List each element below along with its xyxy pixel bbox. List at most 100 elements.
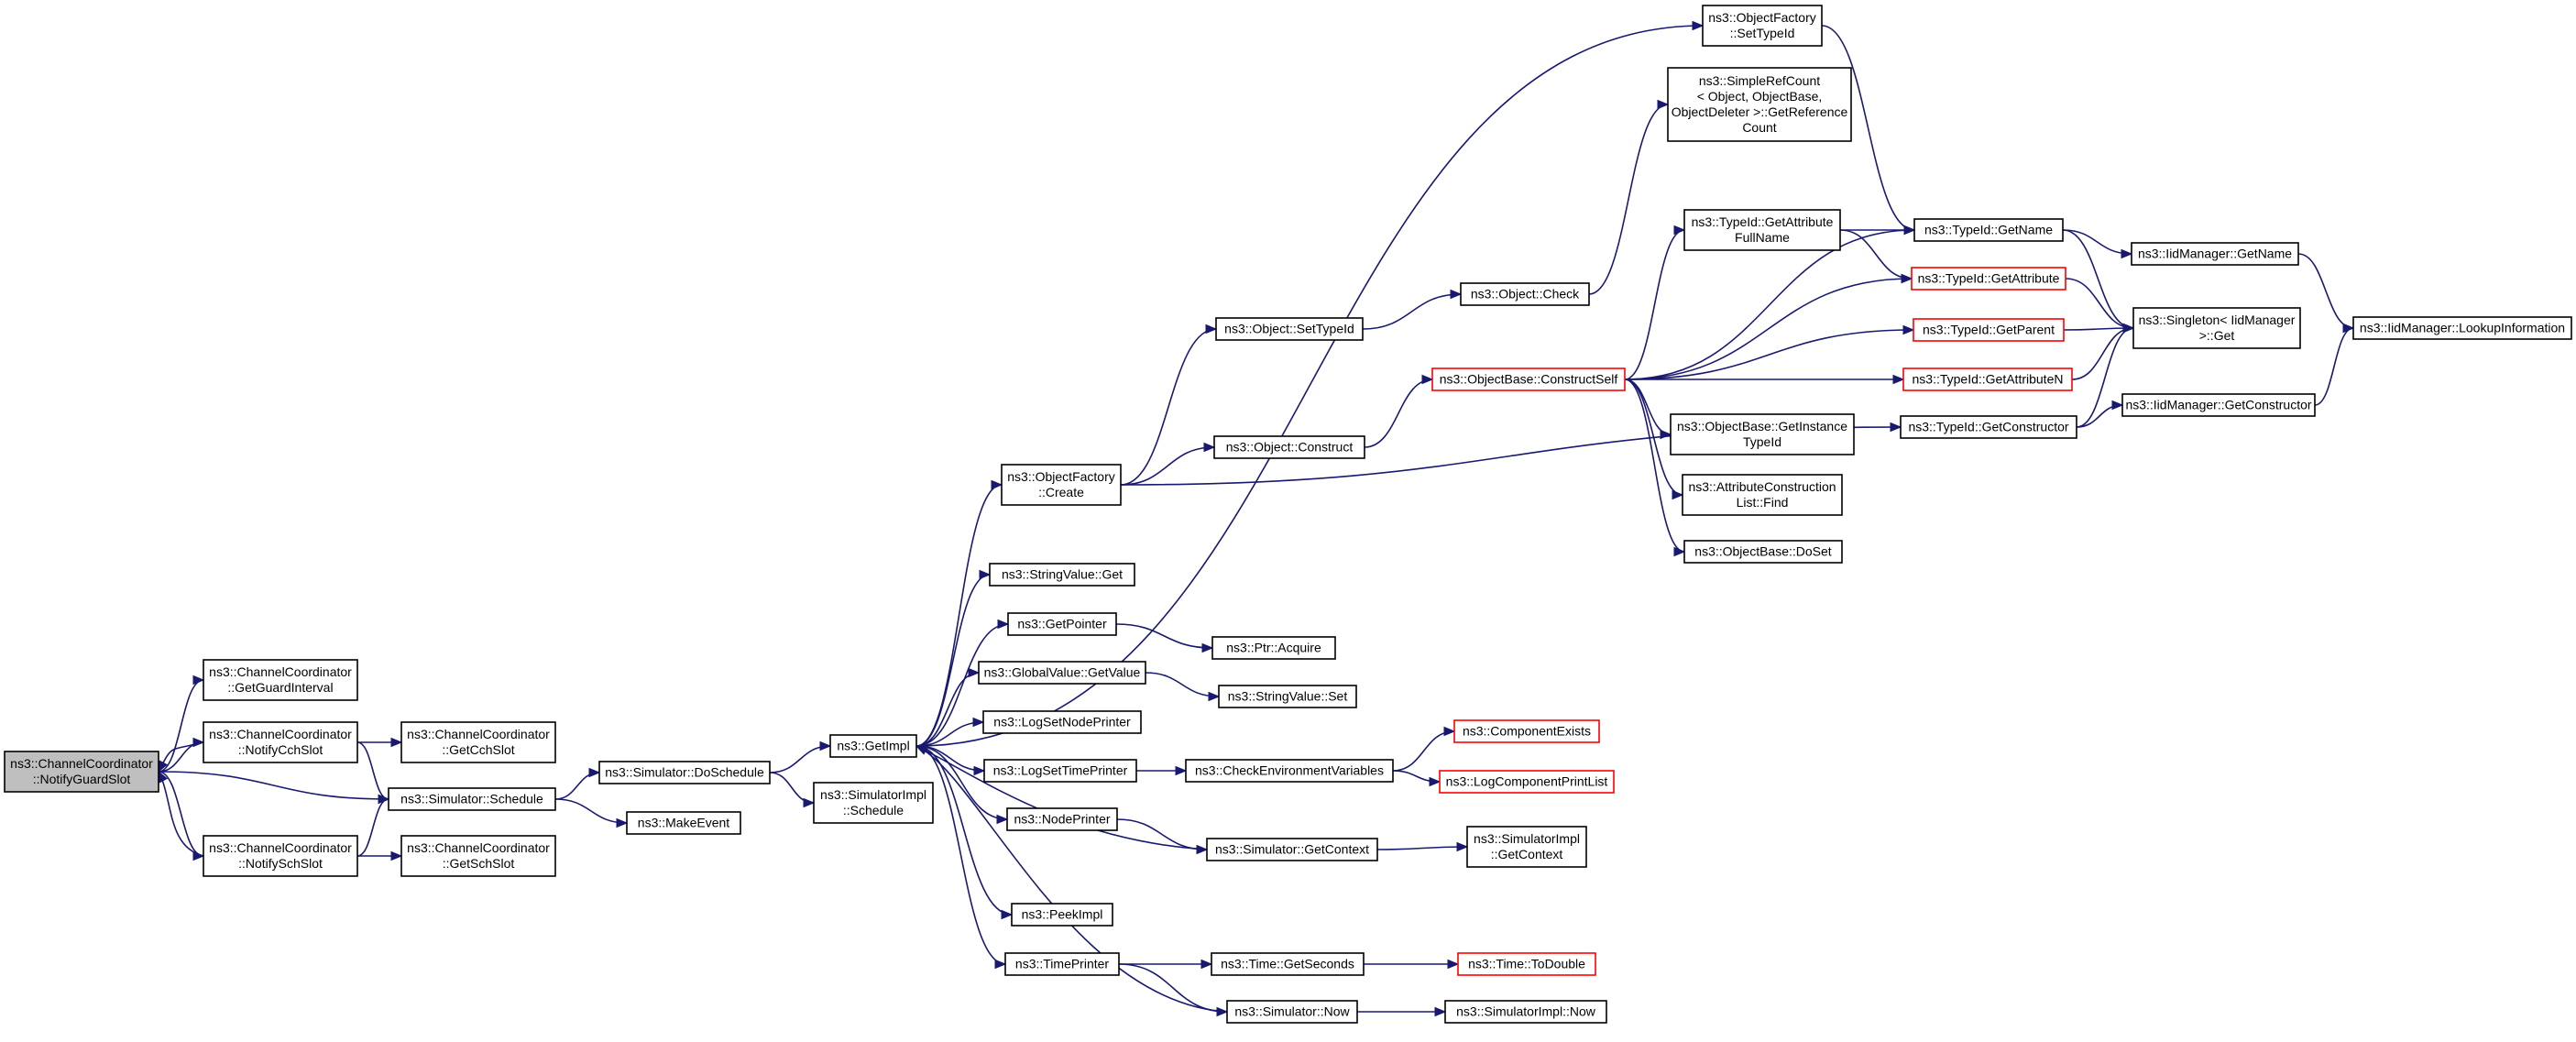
node-label: ns3::AttributeConstruction bbox=[1688, 479, 1836, 494]
node-box bbox=[1911, 267, 2066, 291]
node-time-to-double[interactable]: ns3::Time::ToDouble bbox=[1457, 952, 1596, 976]
node-label: ::NotifySchSlot bbox=[238, 856, 323, 871]
node-label: < Object, ObjectBase, bbox=[1697, 89, 1823, 104]
arrowhead-icon bbox=[1216, 1006, 1229, 1017]
node-label: ns3::ChannelCoordinator bbox=[10, 756, 153, 771]
node-string-value-get[interactable]: ns3::StringValue::Get bbox=[989, 563, 1135, 587]
arrowhead-icon bbox=[1200, 959, 1213, 970]
node-typeid-get-name[interactable]: ns3::TypeId::GetName bbox=[1913, 218, 2064, 242]
arrowhead-icon bbox=[2121, 248, 2133, 259]
node-box bbox=[2131, 242, 2299, 266]
node-simimpl-now[interactable]: ns3::SimulatorImpl::Now bbox=[1444, 1000, 1607, 1024]
node-of-create[interactable]: ns3::ObjectFactory::Create bbox=[1001, 464, 1122, 506]
arrowhead-icon bbox=[616, 817, 629, 828]
node-notify-sch-slot[interactable]: ns3::ChannelCoordinator::NotifySchSlot bbox=[203, 835, 358, 877]
node-peek-impl[interactable]: ns3::PeekImpl bbox=[1011, 903, 1113, 927]
arrowhead-icon bbox=[1673, 546, 1686, 557]
node-log-component-print-list[interactable]: ns3::LogComponentPrintList bbox=[1439, 770, 1615, 794]
node-of-set-type-id[interactable]: ns3::ObjectFactory::SetTypeId bbox=[1702, 5, 1823, 47]
node-label: ns3::GetPointer bbox=[1017, 617, 1107, 631]
node-ob-do-set[interactable]: ns3::ObjectBase::DoSet bbox=[1683, 540, 1843, 564]
node-get-guard-interval[interactable]: ns3::ChannelCoordinator::GetGuardInterva… bbox=[203, 659, 358, 701]
node-box bbox=[1001, 464, 1122, 506]
node-sim-do-schedule[interactable]: ns3::Simulator::DoSchedule bbox=[598, 761, 771, 784]
arrowhead-icon bbox=[997, 619, 1010, 630]
node-ob-construct-self[interactable]: ns3::ObjectBase::ConstructSelf bbox=[1431, 367, 1626, 391]
arrowhead-icon bbox=[192, 675, 205, 686]
node-object-check[interactable]: ns3::Object::Check bbox=[1460, 282, 1590, 306]
arrowhead-icon bbox=[1890, 422, 1902, 433]
node-object-set-type-id[interactable]: ns3::Object::SetTypeId bbox=[1215, 317, 1364, 341]
node-iid-lookup-information[interactable]: ns3::IidManager::LookupInformation bbox=[2352, 316, 2572, 340]
node-label: ns3::TypeId::GetAttribute bbox=[1918, 271, 2060, 286]
node-ptr-acquire[interactable]: ns3::Ptr::Acquire bbox=[1211, 636, 1336, 660]
node-label: ObjectDeleter >::GetReference bbox=[1672, 104, 1848, 119]
node-singleton-get[interactable]: ns3::Singleton< IidManager>::Get bbox=[2132, 307, 2301, 349]
node-typeid-get-constructor[interactable]: ns3::TypeId::GetConstructor bbox=[1900, 415, 2077, 439]
node-node-printer[interactable]: ns3::NodePrinter bbox=[1006, 807, 1118, 831]
node-label: >::Get bbox=[2199, 328, 2235, 343]
node-check-env-vars[interactable]: ns3::CheckEnvironmentVariables bbox=[1185, 759, 1394, 783]
node-label: ns3::IidManager::GetConstructor bbox=[2125, 398, 2311, 412]
node-label: ::NotifyCchSlot bbox=[238, 742, 323, 757]
node-sim-get-context[interactable]: ns3::Simulator::GetContext bbox=[1206, 838, 1378, 861]
node-simimpl-get-context[interactable]: ns3::SimulatorImpl::GetContext bbox=[1466, 826, 1587, 868]
node-typeid-get-parent[interactable]: ns3::TypeId::GetParent bbox=[1913, 318, 2065, 342]
node-make-event[interactable]: ns3::MakeEvent bbox=[626, 811, 741, 835]
node-typeid-get-attribute[interactable]: ns3::TypeId::GetAttribute bbox=[1911, 267, 2066, 291]
node-label: ns3::Simulator::GetContext bbox=[1215, 842, 1369, 857]
node-label: ::Create bbox=[1038, 485, 1084, 499]
edge-ob-construct-self-to-typeid-get-parent bbox=[1624, 329, 1914, 380]
node-simple-ref-count[interactable]: ns3::SimpleRefCount< Object, ObjectBase,… bbox=[1667, 67, 1852, 142]
node-time-get-seconds[interactable]: ns3::Time::GetSeconds bbox=[1211, 952, 1365, 976]
node-log-set-node-printer[interactable]: ns3::LogSetNodePrinter bbox=[982, 710, 1142, 734]
node-sim-schedule[interactable]: ns3::Simulator::Schedule bbox=[388, 787, 556, 811]
node-label: ns3::Object::Construct bbox=[1226, 440, 1354, 455]
edge-of-set-type-id-to-typeid-get-name bbox=[1821, 25, 1915, 231]
node-notify-guard-slot[interactable]: ns3::ChannelCoordinator::NotifyGuardSlot bbox=[4, 751, 159, 793]
node-simimpl-schedule[interactable]: ns3::SimulatorImpl::Schedule bbox=[813, 782, 934, 824]
node-label: ns3::ObjectBase::ConstructSelf bbox=[1440, 372, 1618, 387]
node-box bbox=[1702, 5, 1823, 47]
edge-get-impl-to-of-create bbox=[915, 484, 1003, 747]
node-notify-cch-slot[interactable]: ns3::ChannelCoordinator::NotifyCchSlot bbox=[203, 721, 358, 763]
node-iid-get-constructor[interactable]: ns3::IidManager::GetConstructor bbox=[2121, 393, 2316, 417]
node-sim-now[interactable]: ns3::Simulator::Now bbox=[1226, 1000, 1358, 1024]
node-get-pointer[interactable]: ns3::GetPointer bbox=[1007, 612, 1117, 636]
node-box bbox=[2352, 316, 2572, 340]
arrowhead-icon bbox=[996, 814, 1009, 825]
node-time-printer[interactable]: ns3::TimePrinter bbox=[1004, 952, 1120, 976]
node-object-construct[interactable]: ns3::Object::Construct bbox=[1213, 435, 1365, 459]
edge-of-create-to-object-construct bbox=[1120, 446, 1215, 486]
arrowhead-icon bbox=[2122, 323, 2135, 334]
edge-notify-cch-slot-to-sim-schedule bbox=[356, 741, 389, 800]
node-box bbox=[1913, 218, 2064, 242]
node-box bbox=[1211, 636, 1336, 660]
node-global-value-get[interactable]: ns3::GlobalValue::GetValue bbox=[978, 661, 1146, 685]
node-box bbox=[1457, 952, 1596, 976]
node-box bbox=[1206, 838, 1378, 861]
node-label: ns3::StringValue::Set bbox=[1228, 689, 1348, 704]
node-get-sch-slot[interactable]: ns3::ChannelCoordinator::GetSchSlot bbox=[400, 835, 556, 877]
edge-iid-get-constructor-to-iid-lookup-information bbox=[2314, 327, 2354, 406]
node-label: ns3::LogSetNodePrinter bbox=[993, 715, 1131, 729]
arrowhead-icon bbox=[803, 797, 816, 808]
node-string-value-set[interactable]: ns3::StringValue::Set bbox=[1218, 685, 1357, 708]
function-nodes: ns3::ChannelCoordinator::NotifyGuardSlot… bbox=[4, 5, 2572, 1024]
node-box bbox=[1667, 67, 1852, 142]
node-label: ns3::Simulator::Schedule bbox=[400, 792, 543, 806]
arrowhead-icon bbox=[991, 479, 1003, 490]
node-log-set-time-printer[interactable]: ns3::LogSetTimePrinter bbox=[983, 759, 1137, 783]
node-get-impl[interactable]: ns3::GetImpl bbox=[829, 734, 917, 758]
node-typeid-get-attribute-n[interactable]: ns3::TypeId::GetAttributeN bbox=[1902, 367, 2073, 391]
arrowhead-icon bbox=[1203, 442, 1216, 453]
node-box bbox=[1466, 826, 1587, 868]
node-component-exists[interactable]: ns3::ComponentExists bbox=[1453, 719, 1600, 743]
node-iid-get-name[interactable]: ns3::IidManager::GetName bbox=[2131, 242, 2299, 266]
node-get-cch-slot[interactable]: ns3::ChannelCoordinator::GetCchSlot bbox=[400, 721, 556, 763]
node-label: ns3::TypeId::GetParent bbox=[1923, 323, 2055, 337]
node-box bbox=[1913, 318, 2065, 342]
